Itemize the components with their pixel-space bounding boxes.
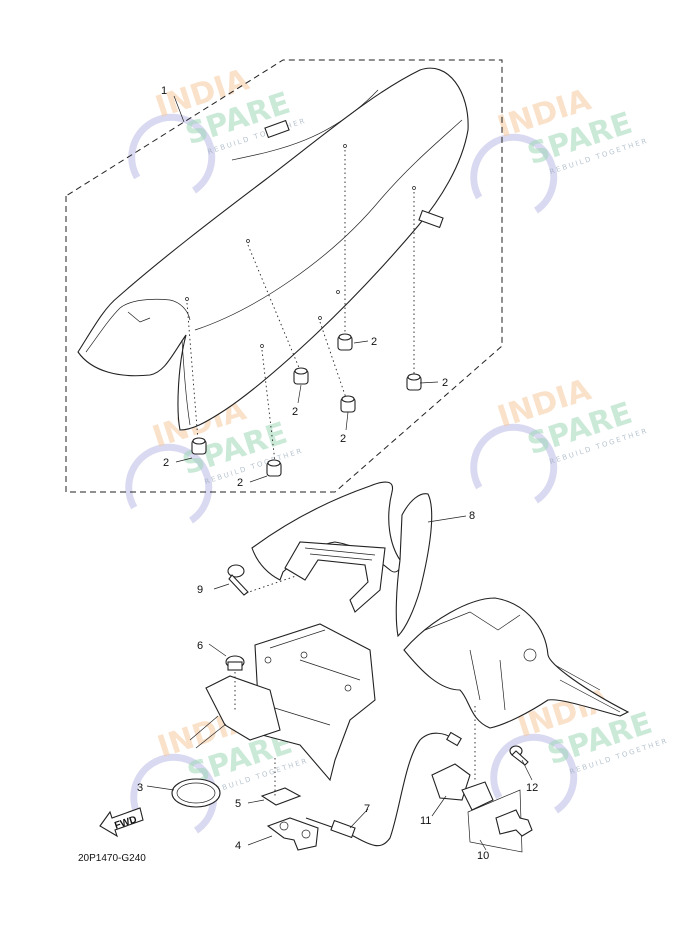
callout-6: 6 (197, 640, 203, 652)
rear-cover (251, 481, 433, 638)
seat-group-boundary (65, 59, 503, 493)
callout-2: 2 (237, 477, 243, 489)
callout-4: 4 (235, 840, 241, 852)
callout-2: 2 (442, 377, 448, 389)
callout-3: 3 (137, 782, 143, 794)
grommet-5 (191, 437, 207, 455)
bolt-12 (474, 706, 529, 780)
seat-lock-cable-7 (305, 731, 462, 847)
drawing-code: 20P1470-G240 (78, 853, 146, 864)
rear-frame (403, 597, 630, 729)
watermark-top-right: INDIA SPARE REBUILD TOGETHER (470, 82, 649, 214)
rubber-band-3 (171, 778, 221, 808)
rear-bracket (189, 623, 376, 782)
grommet-1 (337, 333, 353, 351)
callout-2: 2 (292, 406, 298, 418)
callout-11: 11 (420, 815, 431, 827)
cable-holder-4 (266, 817, 319, 851)
key-set-10 (467, 789, 533, 853)
callout-labels: 1 2 2 2 2 2 2 8 9 6 3 5 4 7 11 10 12 (137, 85, 538, 862)
callout-2: 2 (340, 433, 346, 445)
callout-8: 8 (469, 510, 475, 522)
callout-1: 1 (161, 85, 167, 97)
seat (77, 67, 469, 431)
leader-lines (146, 95, 533, 851)
grommet-6 (266, 459, 282, 477)
callout-7: 7 (364, 803, 370, 815)
plate-5 (260, 758, 302, 806)
flange-nut-6 (225, 655, 245, 712)
grommet-4 (340, 395, 356, 413)
fwd-arrow: FWD (99, 807, 144, 838)
seat-fastener-guides (186, 150, 415, 463)
callout-9: 9 (197, 584, 203, 596)
callout-12: 12 (526, 782, 538, 794)
watermark-mid-right: INDIA SPARE REBUILD TOGETHER (470, 372, 649, 504)
callout-5: 5 (235, 798, 241, 810)
grommets (191, 333, 422, 477)
seat-lock-11 (431, 763, 494, 811)
grommet-2 (293, 367, 309, 385)
callout-2: 2 (163, 457, 169, 469)
bolt-9 (227, 564, 297, 596)
callout-2: 2 (371, 336, 377, 348)
grommet-3 (406, 373, 422, 391)
callout-10: 10 (477, 850, 489, 862)
